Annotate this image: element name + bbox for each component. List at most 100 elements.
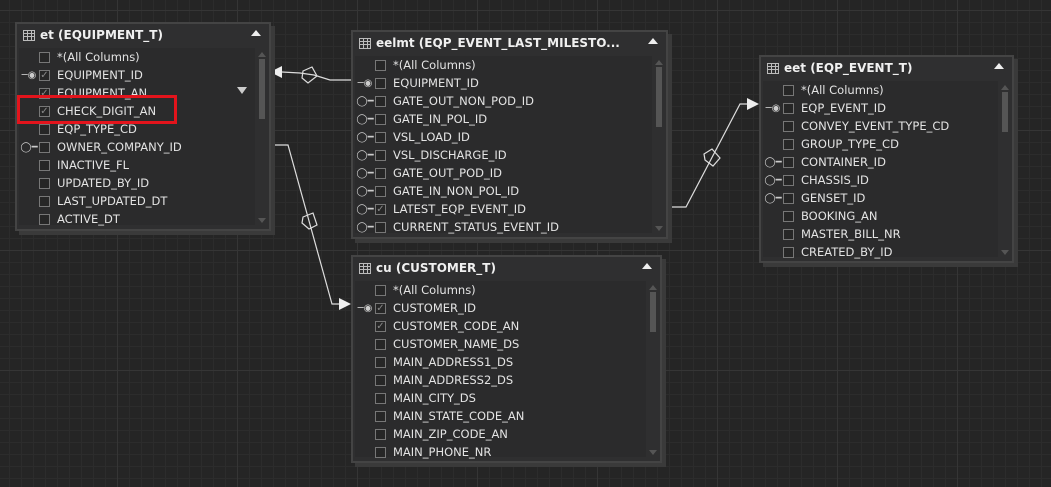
column-checkbox[interactable] xyxy=(375,149,386,161)
column-checkbox[interactable]: ✓ xyxy=(375,320,386,332)
column-checkbox[interactable] xyxy=(375,428,386,440)
column-row[interactable]: ─◉EQUIPMENT_ID xyxy=(355,74,652,92)
column-checkbox[interactable] xyxy=(375,113,386,125)
scroll-up-icon[interactable] xyxy=(654,60,663,65)
column-checkbox[interactable] xyxy=(783,102,794,114)
column-checkbox[interactable] xyxy=(375,221,386,233)
column-row[interactable]: CREATED_BY_ID xyxy=(763,243,998,261)
column-row[interactable]: ◯━OWNER_COMPANY_ID xyxy=(19,138,255,156)
scroll-down-icon[interactable] xyxy=(258,218,266,223)
scroll-down-icon[interactable] xyxy=(655,226,663,231)
column-checkbox[interactable] xyxy=(375,338,386,350)
column-row[interactable]: ◯━CURRENT_STATUS_EVENT_ID xyxy=(355,218,652,236)
collapse-icon[interactable] xyxy=(642,263,652,269)
column-row[interactable]: MAIN_ADDRESS1_DS xyxy=(355,353,646,371)
column-checkbox[interactable]: ✓ xyxy=(375,302,386,314)
column-checkbox[interactable]: ✓ xyxy=(39,87,50,99)
column-checkbox[interactable] xyxy=(375,284,386,296)
column-row[interactable]: ◯━VSL_DISCHARGE_ID xyxy=(355,146,652,164)
column-row[interactable]: ◯━VSL_LOAD_ID xyxy=(355,128,652,146)
column-checkbox[interactable] xyxy=(375,446,386,458)
scroll-up-icon[interactable] xyxy=(648,285,657,290)
column-checkbox[interactable]: ✓ xyxy=(39,105,50,117)
column-row[interactable]: ◯━CHASSIS_ID xyxy=(763,171,998,189)
table-header[interactable]: et (EQUIPMENT_T) xyxy=(17,24,269,46)
scroll-down-icon[interactable] xyxy=(1001,250,1009,255)
column-row[interactable]: CUSTOMER_NAME_DS xyxy=(355,335,646,353)
column-row[interactable]: EQP_TYPE_CD xyxy=(19,120,255,138)
column-row[interactable]: ─◉EQP_EVENT_ID xyxy=(763,99,998,117)
column-checkbox[interactable] xyxy=(39,51,50,63)
column-row[interactable]: ✓CHECK_DIGIT_AN xyxy=(19,102,255,120)
column-checkbox[interactable] xyxy=(783,120,794,132)
column-checkbox[interactable] xyxy=(39,177,50,189)
column-row[interactable]: MAIN_PHONE_NR xyxy=(355,443,646,461)
column-checkbox[interactable] xyxy=(375,59,386,71)
column-row[interactable]: LAST_UPDATED_DT xyxy=(19,192,255,210)
column-checkbox[interactable] xyxy=(783,174,794,186)
column-checkbox[interactable] xyxy=(375,392,386,404)
table-panel-et[interactable]: et (EQUIPMENT_T)*(All Columns)─◉✓EQUIPME… xyxy=(15,22,271,231)
column-checkbox[interactable] xyxy=(375,167,386,179)
column-checkbox[interactable] xyxy=(375,95,386,107)
scroll-thumb[interactable] xyxy=(258,59,265,119)
scrollbar[interactable] xyxy=(1000,83,1009,255)
table-header[interactable]: eet (EQP_EVENT_T) xyxy=(761,57,1012,79)
column-checkbox[interactable] xyxy=(783,192,794,204)
scrollbar[interactable] xyxy=(654,58,663,231)
column-checkbox[interactable] xyxy=(39,123,50,135)
filter-icon[interactable] xyxy=(237,87,247,94)
column-checkbox[interactable] xyxy=(375,374,386,386)
collapse-icon[interactable] xyxy=(994,63,1004,69)
column-row[interactable]: ◯━GENSET_ID xyxy=(763,189,998,207)
table-panel-cu[interactable]: cu (CUSTOMER_T) *(All Columns)─◉✓CUSTOMER… xyxy=(351,255,662,463)
collapse-icon[interactable] xyxy=(251,30,261,36)
column-checkbox[interactable] xyxy=(375,356,386,368)
scroll-down-icon[interactable] xyxy=(649,450,657,455)
column-row[interactable]: ACTIVE_DT xyxy=(19,210,255,228)
column-checkbox[interactable]: ✓ xyxy=(39,69,50,81)
scrollbar[interactable] xyxy=(648,283,657,455)
column-checkbox[interactable] xyxy=(375,77,386,89)
column-row[interactable]: ◯━CONTAINER_ID xyxy=(763,153,998,171)
column-checkbox[interactable] xyxy=(375,131,386,143)
table-header[interactable]: eelmt (EQP_EVENT_LAST_MILESTO... xyxy=(353,32,666,54)
column-row[interactable]: *(All Columns) xyxy=(763,81,998,99)
column-row[interactable]: UPDATED_BY_ID xyxy=(19,174,255,192)
column-row[interactable]: *(All Columns) xyxy=(355,281,646,299)
column-row[interactable]: ◯━GATE_IN_POL_ID xyxy=(355,110,652,128)
column-row[interactable]: MAIN_ADDRESS2_DS xyxy=(355,371,646,389)
scroll-up-icon[interactable] xyxy=(1000,85,1009,90)
scrollbar[interactable] xyxy=(257,50,266,223)
column-row[interactable]: GROUP_TYPE_CD xyxy=(763,135,998,153)
column-row[interactable]: *(All Columns) xyxy=(355,56,652,74)
scroll-thumb[interactable] xyxy=(1001,92,1008,132)
column-checkbox[interactable]: ✓ xyxy=(375,203,386,215)
column-row[interactable]: ◯━GATE_OUT_POD_ID xyxy=(355,164,652,182)
column-row[interactable]: ─◉✓EQUIPMENT_ID xyxy=(19,66,255,84)
column-checkbox[interactable] xyxy=(783,246,794,258)
column-row[interactable]: ◯━✓LATEST_EQP_EVENT_ID xyxy=(355,200,652,218)
scroll-up-icon[interactable] xyxy=(257,52,266,57)
column-checkbox[interactable] xyxy=(783,156,794,168)
table-header[interactable]: cu (CUSTOMER_T) xyxy=(353,257,660,279)
column-row[interactable]: MAIN_STATE_CODE_AN xyxy=(355,407,646,425)
column-row[interactable]: BOOKING_AN xyxy=(763,207,998,225)
column-row[interactable]: CONVEY_EVENT_TYPE_CD xyxy=(763,117,998,135)
column-checkbox[interactable] xyxy=(375,185,386,197)
column-checkbox[interactable] xyxy=(39,213,50,225)
column-row[interactable]: ✓CUSTOMER_CODE_AN xyxy=(355,317,646,335)
column-checkbox[interactable] xyxy=(783,138,794,150)
column-row[interactable]: MAIN_CITY_DS xyxy=(355,389,646,407)
column-row[interactable]: MAIN_ZIP_CODE_AN xyxy=(355,425,646,443)
scroll-thumb[interactable] xyxy=(655,67,662,127)
table-panel-eelmt[interactable]: eelmt (EQP_EVENT_LAST_MILESTO... *(All Co… xyxy=(351,30,668,239)
column-checkbox[interactable] xyxy=(39,159,50,171)
column-row[interactable]: ─◉✓CUSTOMER_ID xyxy=(355,299,646,317)
column-checkbox[interactable] xyxy=(39,195,50,207)
column-row[interactable]: ◯━GATE_OUT_NON_POD_ID xyxy=(355,92,652,110)
column-row[interactable]: MASTER_BILL_NR xyxy=(763,225,998,243)
column-checkbox[interactable] xyxy=(783,228,794,240)
scroll-thumb[interactable] xyxy=(649,292,656,332)
column-row[interactable]: INACTIVE_FL xyxy=(19,156,255,174)
